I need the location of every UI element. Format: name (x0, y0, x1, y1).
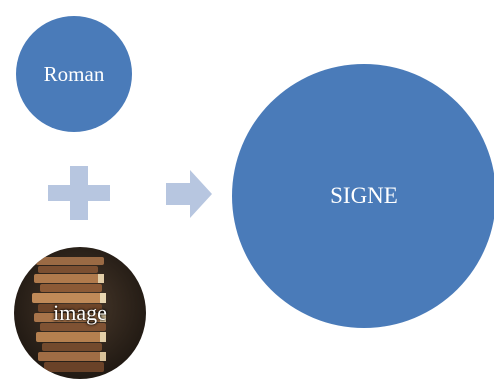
plus-icon (48, 166, 110, 220)
image-node-label: image (53, 300, 107, 325)
signe-node-label: SIGNE (330, 183, 398, 208)
roman-node: Roman (16, 16, 132, 132)
image-node: image (14, 247, 146, 379)
signe-node: SIGNE (232, 64, 494, 328)
stacked-books-photo (14, 247, 146, 379)
roman-node-label: Roman (43, 61, 105, 86)
right-arrow-icon (166, 170, 212, 218)
